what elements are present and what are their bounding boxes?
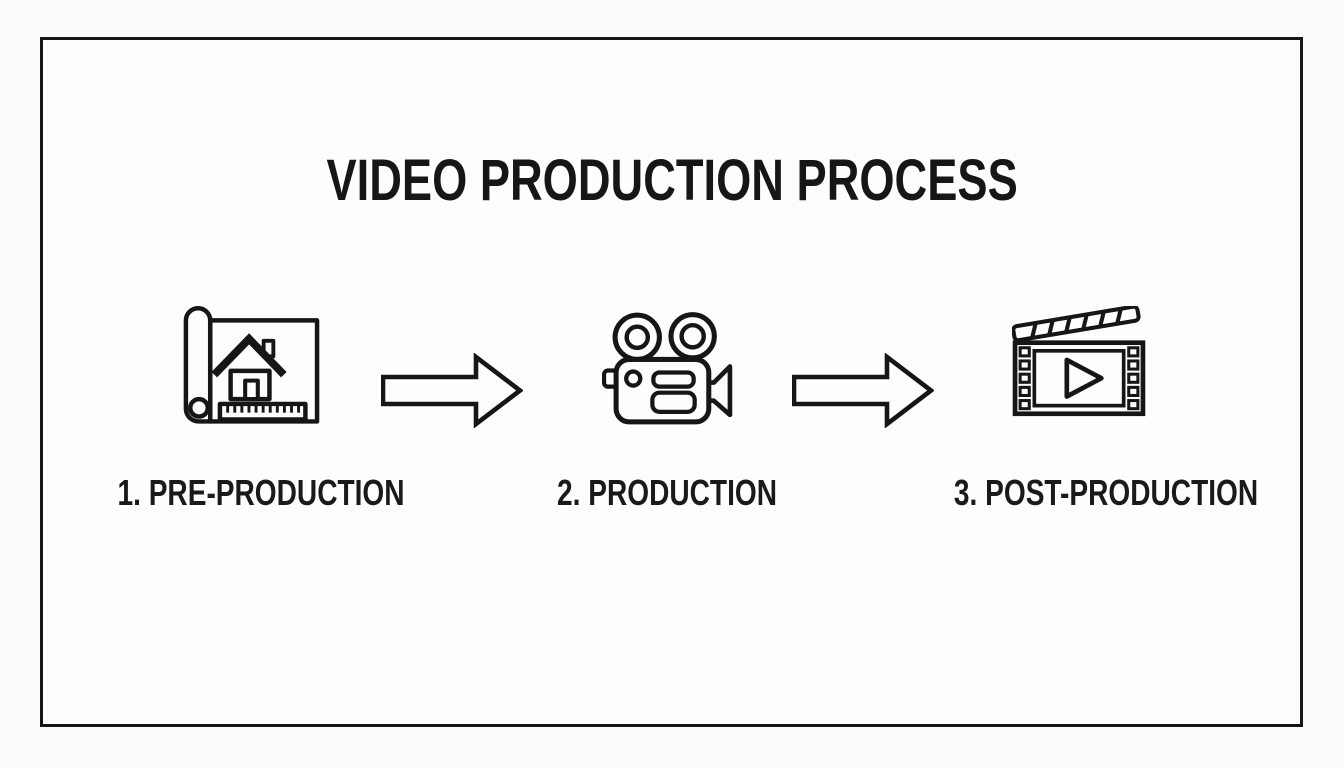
arrow-right-icon — [381, 353, 523, 428]
step-label-text: 1. PRE-PRODUCTION — [117, 472, 405, 513]
connector-arrow-2 — [792, 353, 934, 428]
arrow-right-icon — [792, 353, 934, 428]
step-production — [602, 310, 738, 426]
step-label-pre-production: 1. PRE-PRODUCTION — [77, 474, 417, 512]
connector-arrow-1 — [381, 353, 523, 428]
step-label-text: 2. PRODUCTION — [557, 472, 777, 513]
clapperboard-play-icon — [1012, 306, 1146, 417]
film-camera-icon — [602, 312, 733, 425]
page-title: VIDEO PRODUCTION PROCESS — [0, 152, 1344, 210]
blueprint-house-icon — [183, 306, 320, 424]
page-title-text: VIDEO PRODUCTION PROCESS — [326, 148, 1018, 213]
step-label-text: 3. POST-PRODUCTION — [953, 472, 1259, 513]
step-pre-production — [178, 300, 324, 436]
step-post-production — [1012, 306, 1146, 420]
step-label-post-production: 3. POST-PRODUCTION — [911, 474, 1258, 512]
step-label-production: 2. PRODUCTION — [497, 474, 837, 512]
